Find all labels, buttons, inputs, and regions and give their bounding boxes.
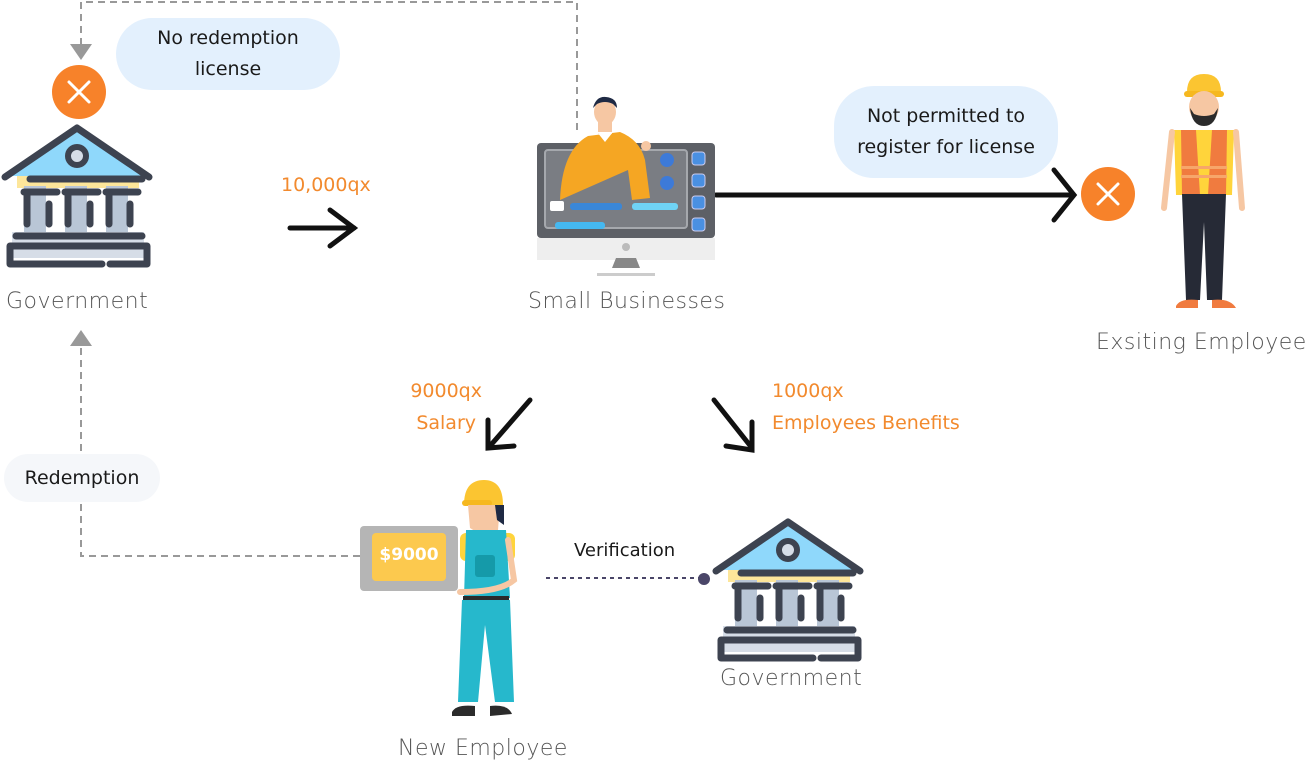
- verification-label: Verification: [574, 540, 676, 561]
- callout-line: register for license: [857, 136, 1035, 158]
- dashed-feedback-line-top: [80, 1, 578, 130]
- edge-amount-benefits: 1000qx: [772, 380, 844, 402]
- worker-icon: [1161, 74, 1245, 308]
- edge-purpose-salary: Salary: [416, 412, 476, 434]
- node-label-government-top: Government: [6, 289, 149, 314]
- business-person-icon: [560, 96, 651, 200]
- edge-amount-10000: 10,000qx: [281, 174, 371, 196]
- edge-purpose-benefits: Employees Benefits: [772, 412, 960, 434]
- arrow-gov-to-business: [287, 207, 359, 249]
- callout-no-redemption-license: No redemption license: [116, 18, 340, 90]
- close-icon: [1081, 167, 1135, 221]
- arrow-salary: [485, 397, 533, 451]
- money-amount-text: $9000: [379, 545, 439, 565]
- node-label-new-employee: New Employee: [398, 736, 568, 761]
- redemption-pill: Redemption: [4, 454, 160, 502]
- callout-not-permitted: Not permitted to register for license: [834, 86, 1058, 178]
- arrowhead-up: [70, 330, 92, 346]
- redemption-label: Redemption: [24, 467, 140, 489]
- close-icon: [52, 65, 106, 119]
- node-label-government-bottom: Government: [720, 666, 863, 691]
- node-label-existing-employee: Exsiting Employee: [1096, 330, 1307, 355]
- money-sign-card: [360, 526, 458, 591]
- callout-line: Not permitted to: [866, 105, 1026, 127]
- redemption-dashed-line: [80, 346, 360, 557]
- edge-amount-salary: 9000qx: [410, 380, 482, 402]
- node-label-small-businesses: Small Businesses: [528, 289, 726, 314]
- callout-line: license: [194, 58, 262, 80]
- verification-endpoint-dot: [698, 573, 710, 585]
- callout-line: No redemption: [157, 27, 299, 49]
- worker-icon: [452, 480, 518, 716]
- arrow-benefits: [711, 397, 755, 453]
- arrow-business-to-existing-employee: [713, 167, 1078, 223]
- arrowhead-down: [70, 44, 92, 60]
